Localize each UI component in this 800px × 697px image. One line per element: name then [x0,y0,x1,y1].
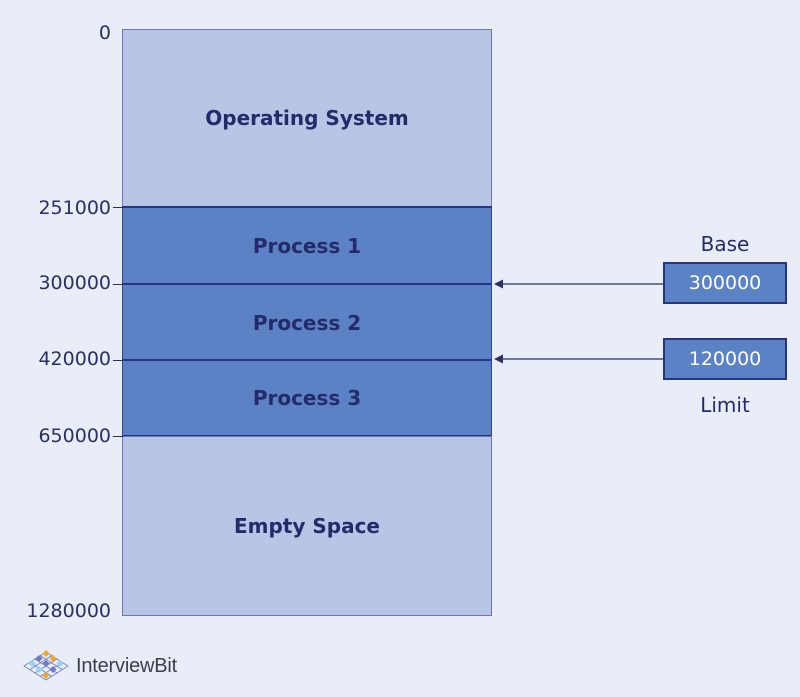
brand-name: InterviewBit [76,654,177,677]
memory-block-process-3: Process 3 [122,359,492,437]
address-label: 420000 [38,348,111,370]
address-label: 251000 [38,197,111,219]
address-label: 1280000 [26,600,111,622]
address-label: 0 [98,22,111,44]
interviewbit-logo-icon [23,650,69,681]
memory-block-empty-space: Empty Space [122,436,492,616]
address-tick [113,207,123,208]
limit-arrow-icon [494,354,663,364]
base-arrow-icon [494,279,663,289]
address-label: 650000 [38,425,111,447]
memory-block-process-2: Process 2 [122,283,492,361]
brand-logo: InterviewBit [22,650,177,682]
base-register-value: 300000 [663,262,787,304]
memory-block-process-1: Process 1 [122,206,492,284]
address-tick [113,284,123,285]
memory-block-operating-system: Operating System [122,29,492,207]
address-tick [113,360,123,361]
limit-register-label: Limit [700,393,750,417]
limit-register-value: 120000 [663,338,787,380]
address-label: 300000 [38,272,111,294]
address-tick [113,436,123,437]
base-register-label: Base [700,232,750,256]
